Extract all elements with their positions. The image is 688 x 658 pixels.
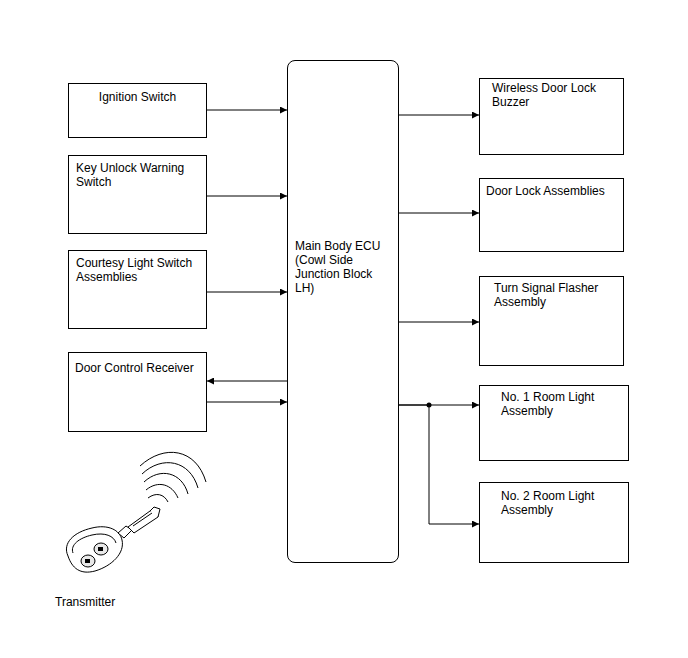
- output-device-box: No. 2 Room Light Assembly: [479, 482, 629, 563]
- output-device-box: Turn Signal Flasher Assembly: [479, 276, 624, 366]
- output-device-box: Door Lock Assemblies: [479, 178, 624, 252]
- output-device-box: Wireless Door Lock Buzzer: [479, 78, 624, 155]
- input-switch-box: Key Unlock Warning Switch: [68, 155, 207, 234]
- signal-arrow: [207, 110, 287, 111]
- box-label: Door Lock Assemblies: [486, 184, 617, 198]
- receiver-box: Door Control Receiver: [68, 352, 207, 432]
- box-label: Courtesy Light Switch Assemblies: [76, 256, 200, 284]
- transmitter-illustration: [66, 452, 206, 572]
- input-switch-box: Ignition Switch: [68, 83, 207, 138]
- signal-arrow: [207, 196, 287, 197]
- signal-arrow: [207, 402, 287, 403]
- signal-arrow: [399, 213, 479, 214]
- signal-arrow: [399, 115, 479, 116]
- junction-dot: [427, 403, 432, 408]
- output-device-box: No. 1 Room Light Assembly: [479, 385, 629, 461]
- ecu-box: Main Body ECU (Cowl Side Junction Block …: [287, 60, 399, 563]
- signal-arrow: [399, 405, 479, 524]
- input-switch-box: Courtesy Light Switch Assemblies: [68, 250, 207, 329]
- box-label: No. 1 Room Light Assembly: [501, 390, 622, 418]
- box-label: Key Unlock Warning Switch: [76, 161, 200, 189]
- box-label: No. 2 Room Light Assembly: [501, 489, 622, 517]
- box-label: Wireless Door Lock Buzzer: [492, 81, 617, 109]
- part-name-label: Transmitter: [55, 595, 115, 609]
- signal-arrow: [399, 322, 479, 323]
- box-label: Turn Signal Flasher Assembly: [494, 281, 617, 309]
- signal-arrow: [207, 381, 287, 382]
- signal-arrow: [207, 292, 287, 293]
- box-label: Ignition Switch: [75, 90, 200, 104]
- box-label: Main Body ECU (Cowl Side Junction Block …: [295, 239, 392, 295]
- box-label: Door Control Receiver: [75, 361, 200, 375]
